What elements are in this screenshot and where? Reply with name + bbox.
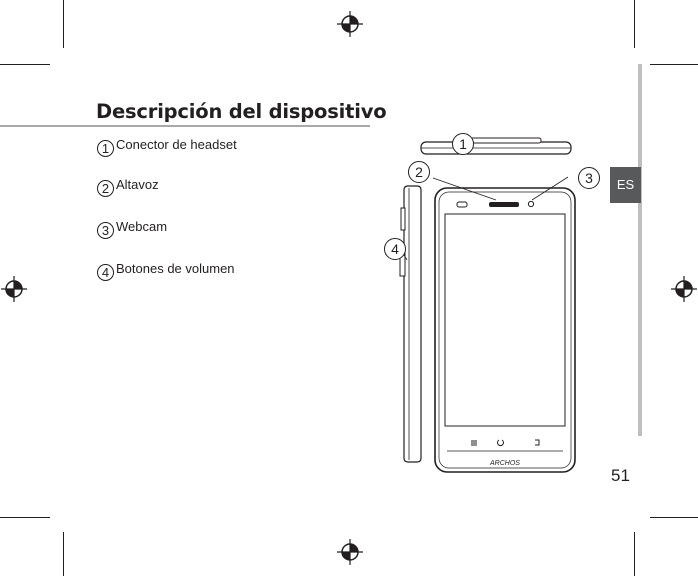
item-label: Conector de headset xyxy=(116,137,237,152)
item-number: 4 xyxy=(97,264,114,281)
item-label: Altavoz xyxy=(116,177,159,192)
list-item: 3 Webcam xyxy=(97,219,167,239)
back-button-icon xyxy=(535,439,540,446)
language-tab: ES xyxy=(610,167,641,203)
item-number: 2 xyxy=(97,180,114,197)
device-top-view xyxy=(420,137,572,155)
callout-3: 3 xyxy=(578,167,600,189)
callout-1: 1 xyxy=(452,133,474,155)
item-label: Botones de volumen xyxy=(116,261,235,276)
item-label: Webcam xyxy=(116,219,168,234)
crop-mark-bottom-right-h xyxy=(650,517,698,518)
registration-mark-icon xyxy=(337,539,363,565)
page-number: 51 xyxy=(611,466,630,485)
callout-2: 2 xyxy=(408,161,430,183)
device-brand: ARCHOS xyxy=(489,460,520,467)
registration-mark-icon xyxy=(337,11,363,37)
item-number: 3 xyxy=(97,222,114,239)
crop-mark-top-right-h xyxy=(650,64,698,65)
list-item: 2 Altavoz xyxy=(97,177,159,197)
crop-mark-bottom-left xyxy=(63,532,64,576)
home-button-icon xyxy=(497,439,504,447)
item-number: 1 xyxy=(97,140,114,157)
crop-mark-bottom-right xyxy=(634,532,635,576)
registration-mark-icon xyxy=(1,276,27,302)
crop-mark-top-right xyxy=(634,0,635,48)
menu-button-icon xyxy=(471,440,477,446)
device-side-view xyxy=(399,185,422,463)
title-underline xyxy=(0,125,370,127)
callout-4: 4 xyxy=(384,238,406,260)
side-bar xyxy=(638,64,642,436)
list-item: 4 Botones de volumen xyxy=(97,261,235,281)
list-item: 1 Conector de headset xyxy=(97,137,237,157)
crop-mark-bottom-left-h xyxy=(0,517,50,518)
device-front-view xyxy=(434,187,576,473)
page-title: Descripción del dispositivo xyxy=(96,100,387,123)
registration-mark-icon xyxy=(671,276,697,302)
crop-mark-top-left-h xyxy=(0,64,50,65)
crop-mark-top-left xyxy=(63,0,64,48)
